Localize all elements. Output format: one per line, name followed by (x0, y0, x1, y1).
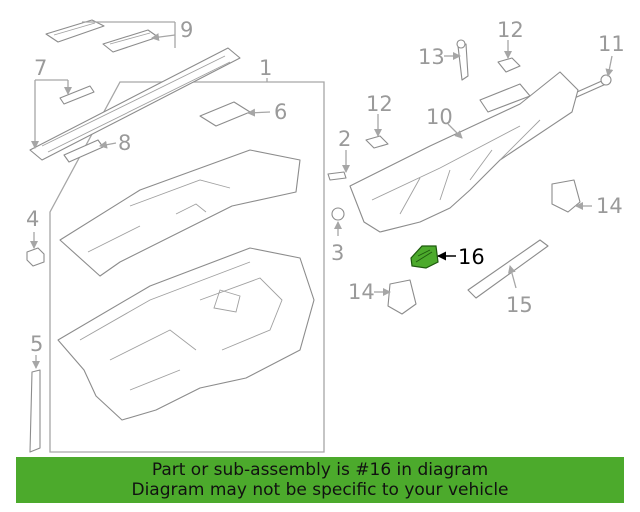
callout-7: 7 (34, 56, 47, 80)
callout-14-right: 14 (596, 194, 623, 218)
assembly-frame (49, 81, 325, 453)
callout-3: 3 (331, 241, 344, 265)
part-3-nut (331, 207, 345, 221)
banner-line-1: Part or sub-assembly is #16 in diagram (151, 460, 489, 480)
callout-1: 1 (259, 56, 272, 80)
part-10-crosscar-beam (349, 71, 579, 233)
callout-12-left: 12 (366, 92, 393, 116)
callout-9: 9 (180, 18, 193, 42)
callout-5: 5 (30, 332, 43, 356)
part-1-upper-pad (59, 149, 301, 277)
part-4-clip (26, 247, 45, 267)
callout-8: 8 (118, 131, 131, 155)
callout-2: 2 (338, 127, 351, 151)
part-2-screw (327, 171, 347, 181)
part-16-highlighted (410, 245, 439, 269)
part-7-defroster-panel (29, 47, 241, 163)
callout-12-top: 12 (497, 18, 524, 42)
part-14-bracket-left (387, 279, 417, 315)
part-12-clip-left (365, 135, 389, 149)
part-6-speaker-grille (199, 101, 251, 127)
callout-15: 15 (506, 293, 533, 317)
part-12-clip-top (497, 57, 521, 73)
callout-4: 4 (26, 207, 39, 231)
info-banner: Part or sub-assembly is #16 in diagram D… (16, 457, 624, 503)
callout-13: 13 (418, 45, 445, 69)
callout-14-left: 14 (348, 280, 375, 304)
callout-10: 10 (426, 105, 453, 129)
leader-lines (30, 21, 614, 369)
part-1-lower-panel (57, 247, 315, 421)
banner-line-2: Diagram may not be specific to your vehi… (131, 480, 509, 500)
callout-16: 16 (458, 245, 485, 269)
parts-diagram: 1 2 3 4 5 6 7 8 9 10 11 12 12 13 14 14 1… (26, 18, 625, 453)
part-14-bracket-right (551, 179, 581, 213)
callout-6: 6 (274, 100, 287, 124)
callout-11: 11 (598, 32, 625, 56)
part-5-pillar-trim (29, 369, 41, 453)
part-13-stud (456, 39, 469, 81)
part-9-grilles (45, 19, 159, 53)
